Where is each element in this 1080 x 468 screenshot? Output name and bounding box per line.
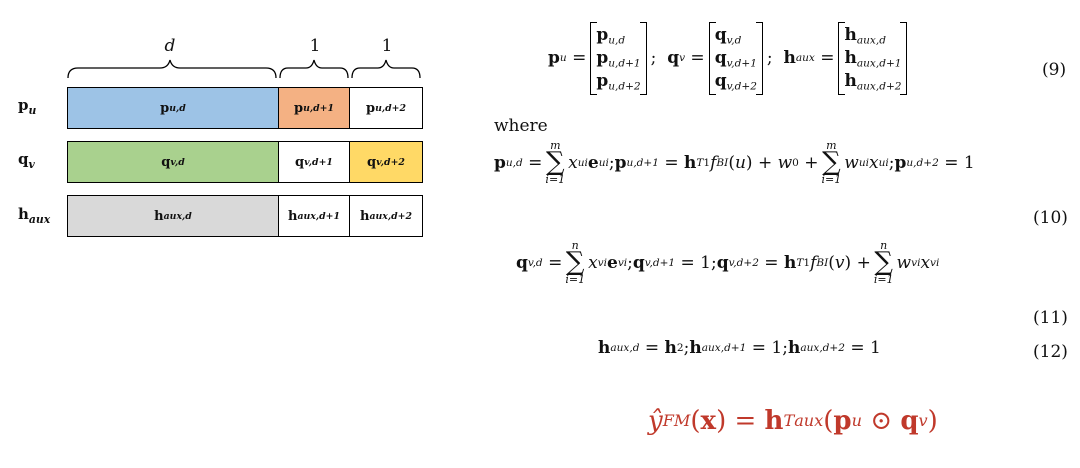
equation-number-9: (9) bbox=[1042, 60, 1067, 80]
dim-label-d: d bbox=[164, 36, 176, 56]
dimension-braces bbox=[67, 59, 421, 79]
row-label-qv: qv bbox=[18, 150, 35, 171]
where-text: where bbox=[494, 116, 548, 136]
equation-number-11: (11) bbox=[1033, 308, 1068, 328]
dim-label-1b: 1 bbox=[381, 36, 393, 56]
equation-number-12: (12) bbox=[1033, 342, 1068, 362]
row-label-haux: haux bbox=[18, 205, 51, 226]
row-label-pu: pu bbox=[18, 96, 37, 117]
equation-number-10: (10) bbox=[1033, 208, 1068, 228]
dim-label-1a: 1 bbox=[309, 36, 321, 56]
